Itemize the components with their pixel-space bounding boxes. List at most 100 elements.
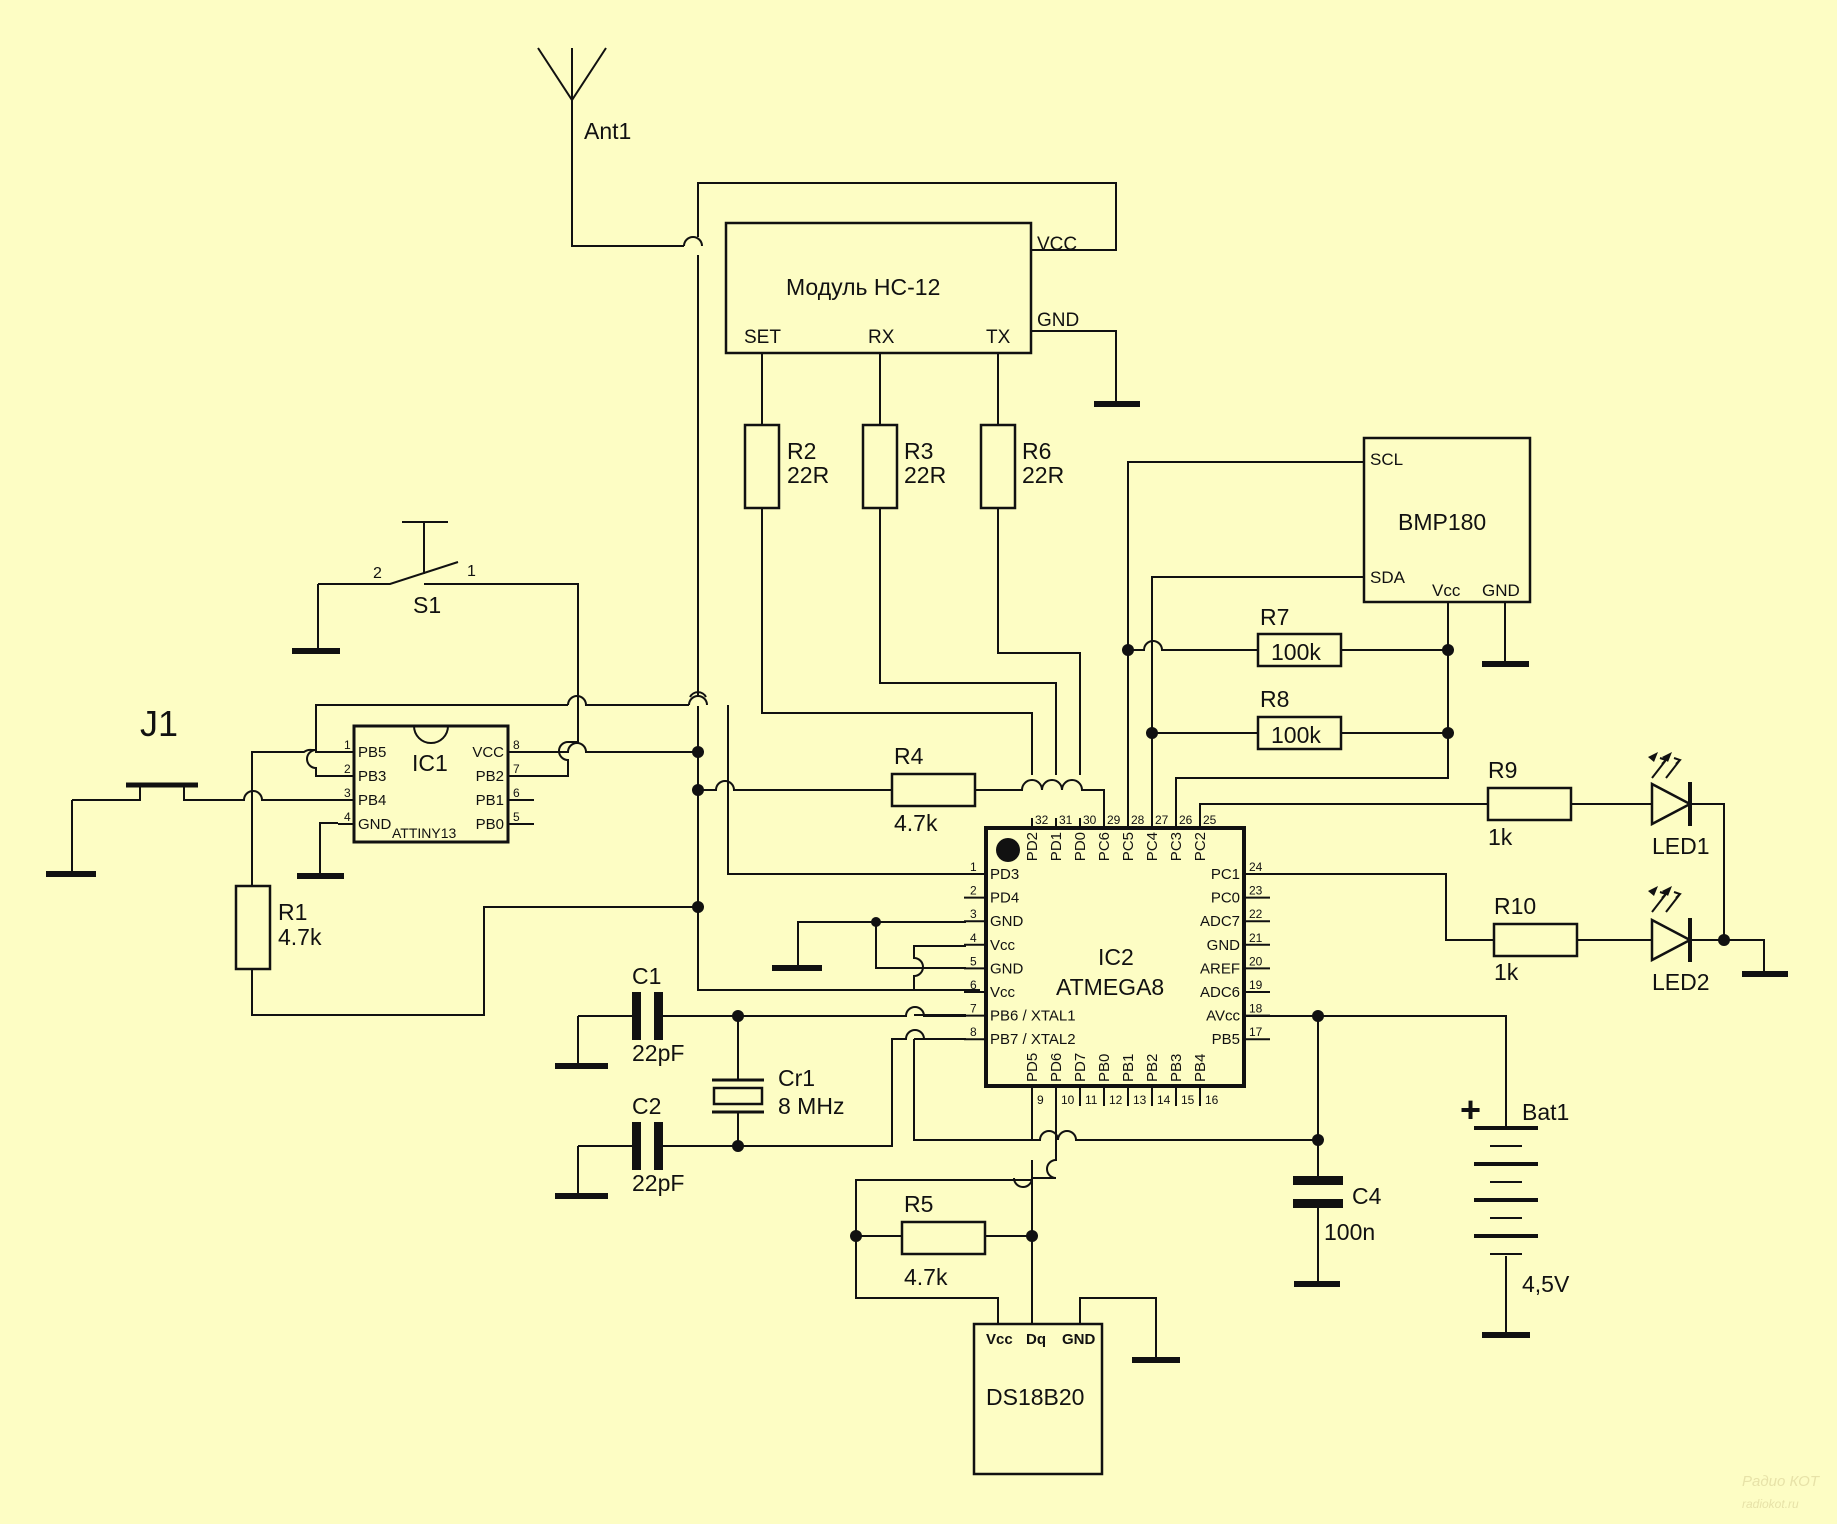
r8-value: 100k bbox=[1271, 722, 1321, 748]
pin-number: 18 bbox=[1249, 1002, 1263, 1016]
pin-number: 20 bbox=[1249, 954, 1263, 968]
hc12-body bbox=[724, 221, 1033, 355]
pin-name: GND bbox=[990, 913, 1024, 930]
pin-number: 11 bbox=[1085, 1093, 1098, 1107]
pin-number: 13 bbox=[1133, 1093, 1147, 1107]
pin-name: PC5 bbox=[1120, 832, 1137, 861]
bmp180-module: BMP180 SCL SDA Vcc GND bbox=[1127, 436, 1532, 830]
pin-number: 2 bbox=[970, 884, 977, 898]
ds18b20-pin-gnd: GND bbox=[1062, 1331, 1096, 1348]
pin-name: PC3 bbox=[1168, 832, 1185, 861]
resistor-r8: R8 100k bbox=[1152, 686, 1448, 751]
pin-name: PB3 bbox=[1168, 1054, 1185, 1082]
resistor-r7: R7 100k bbox=[1128, 604, 1448, 668]
switch-s1: 2 1 S1 bbox=[292, 521, 476, 654]
pin-number: 24 bbox=[1249, 860, 1263, 874]
c1-ref: C1 bbox=[632, 963, 661, 989]
battery-bat1: + Bat1 4,5V bbox=[1460, 1089, 1570, 1338]
pin-number: 12 bbox=[1109, 1093, 1123, 1107]
r3-ref: R3 bbox=[904, 438, 933, 464]
resistor-r4: R4 4.7k bbox=[698, 743, 1105, 836]
pin-number: 3 bbox=[344, 786, 351, 800]
r5-value: 4.7k bbox=[904, 1264, 948, 1290]
cr1-ref: Cr1 bbox=[778, 1065, 815, 1091]
cr1-value: 8 MHz bbox=[778, 1093, 844, 1119]
jumper-j1: J1 bbox=[46, 703, 244, 877]
pin-name: PB3 bbox=[358, 768, 386, 785]
resistor-r5: R5 4.7k bbox=[850, 1088, 1057, 1324]
pin-name: AVcc bbox=[1206, 1008, 1240, 1025]
r2-ref: R2 bbox=[787, 438, 816, 464]
pin-name: PB5 bbox=[1212, 1031, 1240, 1048]
pin-number: 26 bbox=[1179, 813, 1193, 827]
r5-ref: R5 bbox=[904, 1191, 933, 1217]
r10-value: 1k bbox=[1494, 959, 1519, 985]
pin-number: 1 bbox=[344, 738, 351, 752]
pin-name: AREF bbox=[1200, 960, 1240, 977]
ic1-ref: IC1 bbox=[412, 750, 448, 776]
capacitor-c2: C2 22pF bbox=[555, 1029, 925, 1199]
pin-number: 15 bbox=[1181, 1093, 1195, 1107]
pin-number: 32 bbox=[1035, 813, 1049, 827]
hc12-pin-set: SET bbox=[744, 327, 781, 348]
pin-name: PB2 bbox=[476, 768, 504, 785]
pin-name: PB4 bbox=[358, 792, 386, 809]
bmp180-pin-sda: SDA bbox=[1370, 568, 1406, 587]
pin-name: PC0 bbox=[1211, 890, 1240, 907]
hc12-pin-tx: TX bbox=[986, 327, 1011, 348]
pin-number: 29 bbox=[1107, 813, 1121, 827]
pin-name: PC1 bbox=[1211, 866, 1240, 883]
r6-ref: R6 bbox=[1022, 438, 1051, 464]
pin-number: 16 bbox=[1205, 1093, 1219, 1107]
bmp180-pin-scl: SCL bbox=[1370, 450, 1403, 469]
pin-name: PB4 bbox=[1192, 1054, 1209, 1082]
ic2-ref: IC2 bbox=[1098, 944, 1134, 970]
resistor-r6: R6 22R bbox=[979, 353, 1081, 775]
antenna-ant1: Ant1 bbox=[537, 47, 703, 247]
pin-number: 4 bbox=[344, 810, 351, 824]
pin-number: 1 bbox=[970, 860, 977, 874]
pin-name: PB0 bbox=[1096, 1054, 1113, 1082]
pin-number: 19 bbox=[1249, 978, 1263, 992]
ic1-part: ATTINY13 bbox=[392, 825, 457, 841]
resistor-r2: R2 22R bbox=[743, 353, 1033, 775]
pin-number: 25 bbox=[1203, 813, 1217, 827]
ic2-body bbox=[984, 826, 1246, 1088]
pin-name: Vcc bbox=[990, 937, 1016, 954]
r9-value: 1k bbox=[1488, 824, 1513, 850]
bat1-value: 4,5V bbox=[1522, 1271, 1570, 1297]
ic2-part: ATMEGA8 bbox=[1056, 974, 1164, 1000]
r1-ref: R1 bbox=[278, 899, 307, 925]
bmp180-pin-vcc: Vcc bbox=[1432, 581, 1461, 600]
pin-name: ADC6 bbox=[1200, 984, 1240, 1001]
capacitor-c1: C1 22pF bbox=[555, 963, 966, 1069]
ds18b20-title: DS18B20 bbox=[986, 1384, 1084, 1410]
pin-name: PD3 bbox=[990, 866, 1019, 883]
led-led2: LED2 bbox=[1648, 886, 1788, 995]
pin-name: VCC bbox=[472, 744, 504, 761]
r7-ref: R7 bbox=[1260, 604, 1289, 630]
pin-number: 31 bbox=[1059, 813, 1073, 827]
ds18b20-pin-vcc: Vcc bbox=[986, 1331, 1013, 1348]
pin-number: 22 bbox=[1249, 907, 1263, 921]
r8-ref: R8 bbox=[1260, 686, 1289, 712]
c2-value: 22pF bbox=[632, 1170, 684, 1196]
resistor-r9: R9 1k bbox=[1199, 757, 1652, 850]
pin-name: Vcc bbox=[990, 984, 1016, 1001]
pin-name: PB1 bbox=[1120, 1054, 1137, 1082]
pin-number: 8 bbox=[513, 738, 520, 752]
r10-ref: R10 bbox=[1494, 893, 1536, 919]
resistor-r3: R3 22R bbox=[861, 353, 1057, 775]
j1-ref: J1 bbox=[140, 703, 178, 744]
antenna-label: Ant1 bbox=[584, 118, 631, 144]
hc12-title: Модуль HC-12 bbox=[786, 274, 940, 300]
hc12-pin-rx: RX bbox=[868, 327, 895, 348]
r2-value: 22R bbox=[787, 462, 829, 488]
pin-number: 3 bbox=[970, 907, 977, 921]
c4-value: 100n bbox=[1324, 1219, 1375, 1245]
pin-name: PB7 / XTAL2 bbox=[990, 1031, 1076, 1048]
hc12-pin-gnd: GND bbox=[1037, 310, 1079, 331]
